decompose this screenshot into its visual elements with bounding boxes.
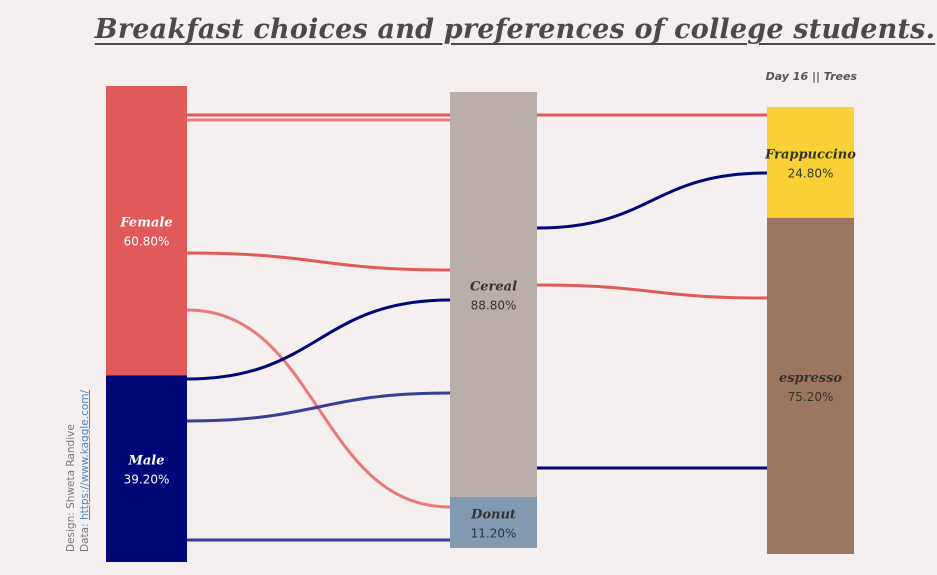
link-female-to-cereal bbox=[186, 251, 451, 272]
node-label-donut: Donut bbox=[470, 507, 516, 522]
node-espresso bbox=[767, 217, 854, 554]
node-value-donut: 11.20% bbox=[471, 526, 517, 540]
link-male-to-cereal bbox=[186, 298, 451, 381]
node-label-male: Male bbox=[127, 454, 164, 469]
chart-subtitle: Day 16 || Trees bbox=[765, 70, 857, 83]
sankey-nodes bbox=[106, 86, 854, 562]
node-male bbox=[106, 375, 187, 562]
sankey-links bbox=[186, 113, 768, 542]
link-male-to-cereal bbox=[186, 391, 451, 423]
link-cereal-to-frappuccino bbox=[536, 171, 768, 230]
node-donut bbox=[450, 496, 537, 548]
node-frappuccino bbox=[767, 107, 854, 218]
link-cereal-to-espresso bbox=[536, 283, 768, 300]
node-value-espresso: 75.20% bbox=[788, 390, 834, 404]
node-female bbox=[106, 86, 187, 376]
node-value-female: 60.80% bbox=[124, 235, 170, 249]
chart-title: Breakfast choices and preferences of col… bbox=[94, 14, 936, 45]
sankey-labels: Female 60.80% Male 39.20% Cereal 88.80% Donut 1… bbox=[119, 147, 856, 540]
node-label-female: Female bbox=[119, 216, 172, 231]
node-value-frappuccino: 24.80% bbox=[788, 166, 834, 180]
node-label-espresso: espresso bbox=[779, 371, 842, 386]
node-label-cereal: Cereal bbox=[470, 279, 517, 294]
node-cereal bbox=[450, 92, 537, 497]
node-label-frappuccino: Frappuccino bbox=[764, 147, 856, 162]
node-value-male: 39.20% bbox=[124, 473, 170, 487]
node-value-cereal: 88.80% bbox=[471, 298, 517, 312]
